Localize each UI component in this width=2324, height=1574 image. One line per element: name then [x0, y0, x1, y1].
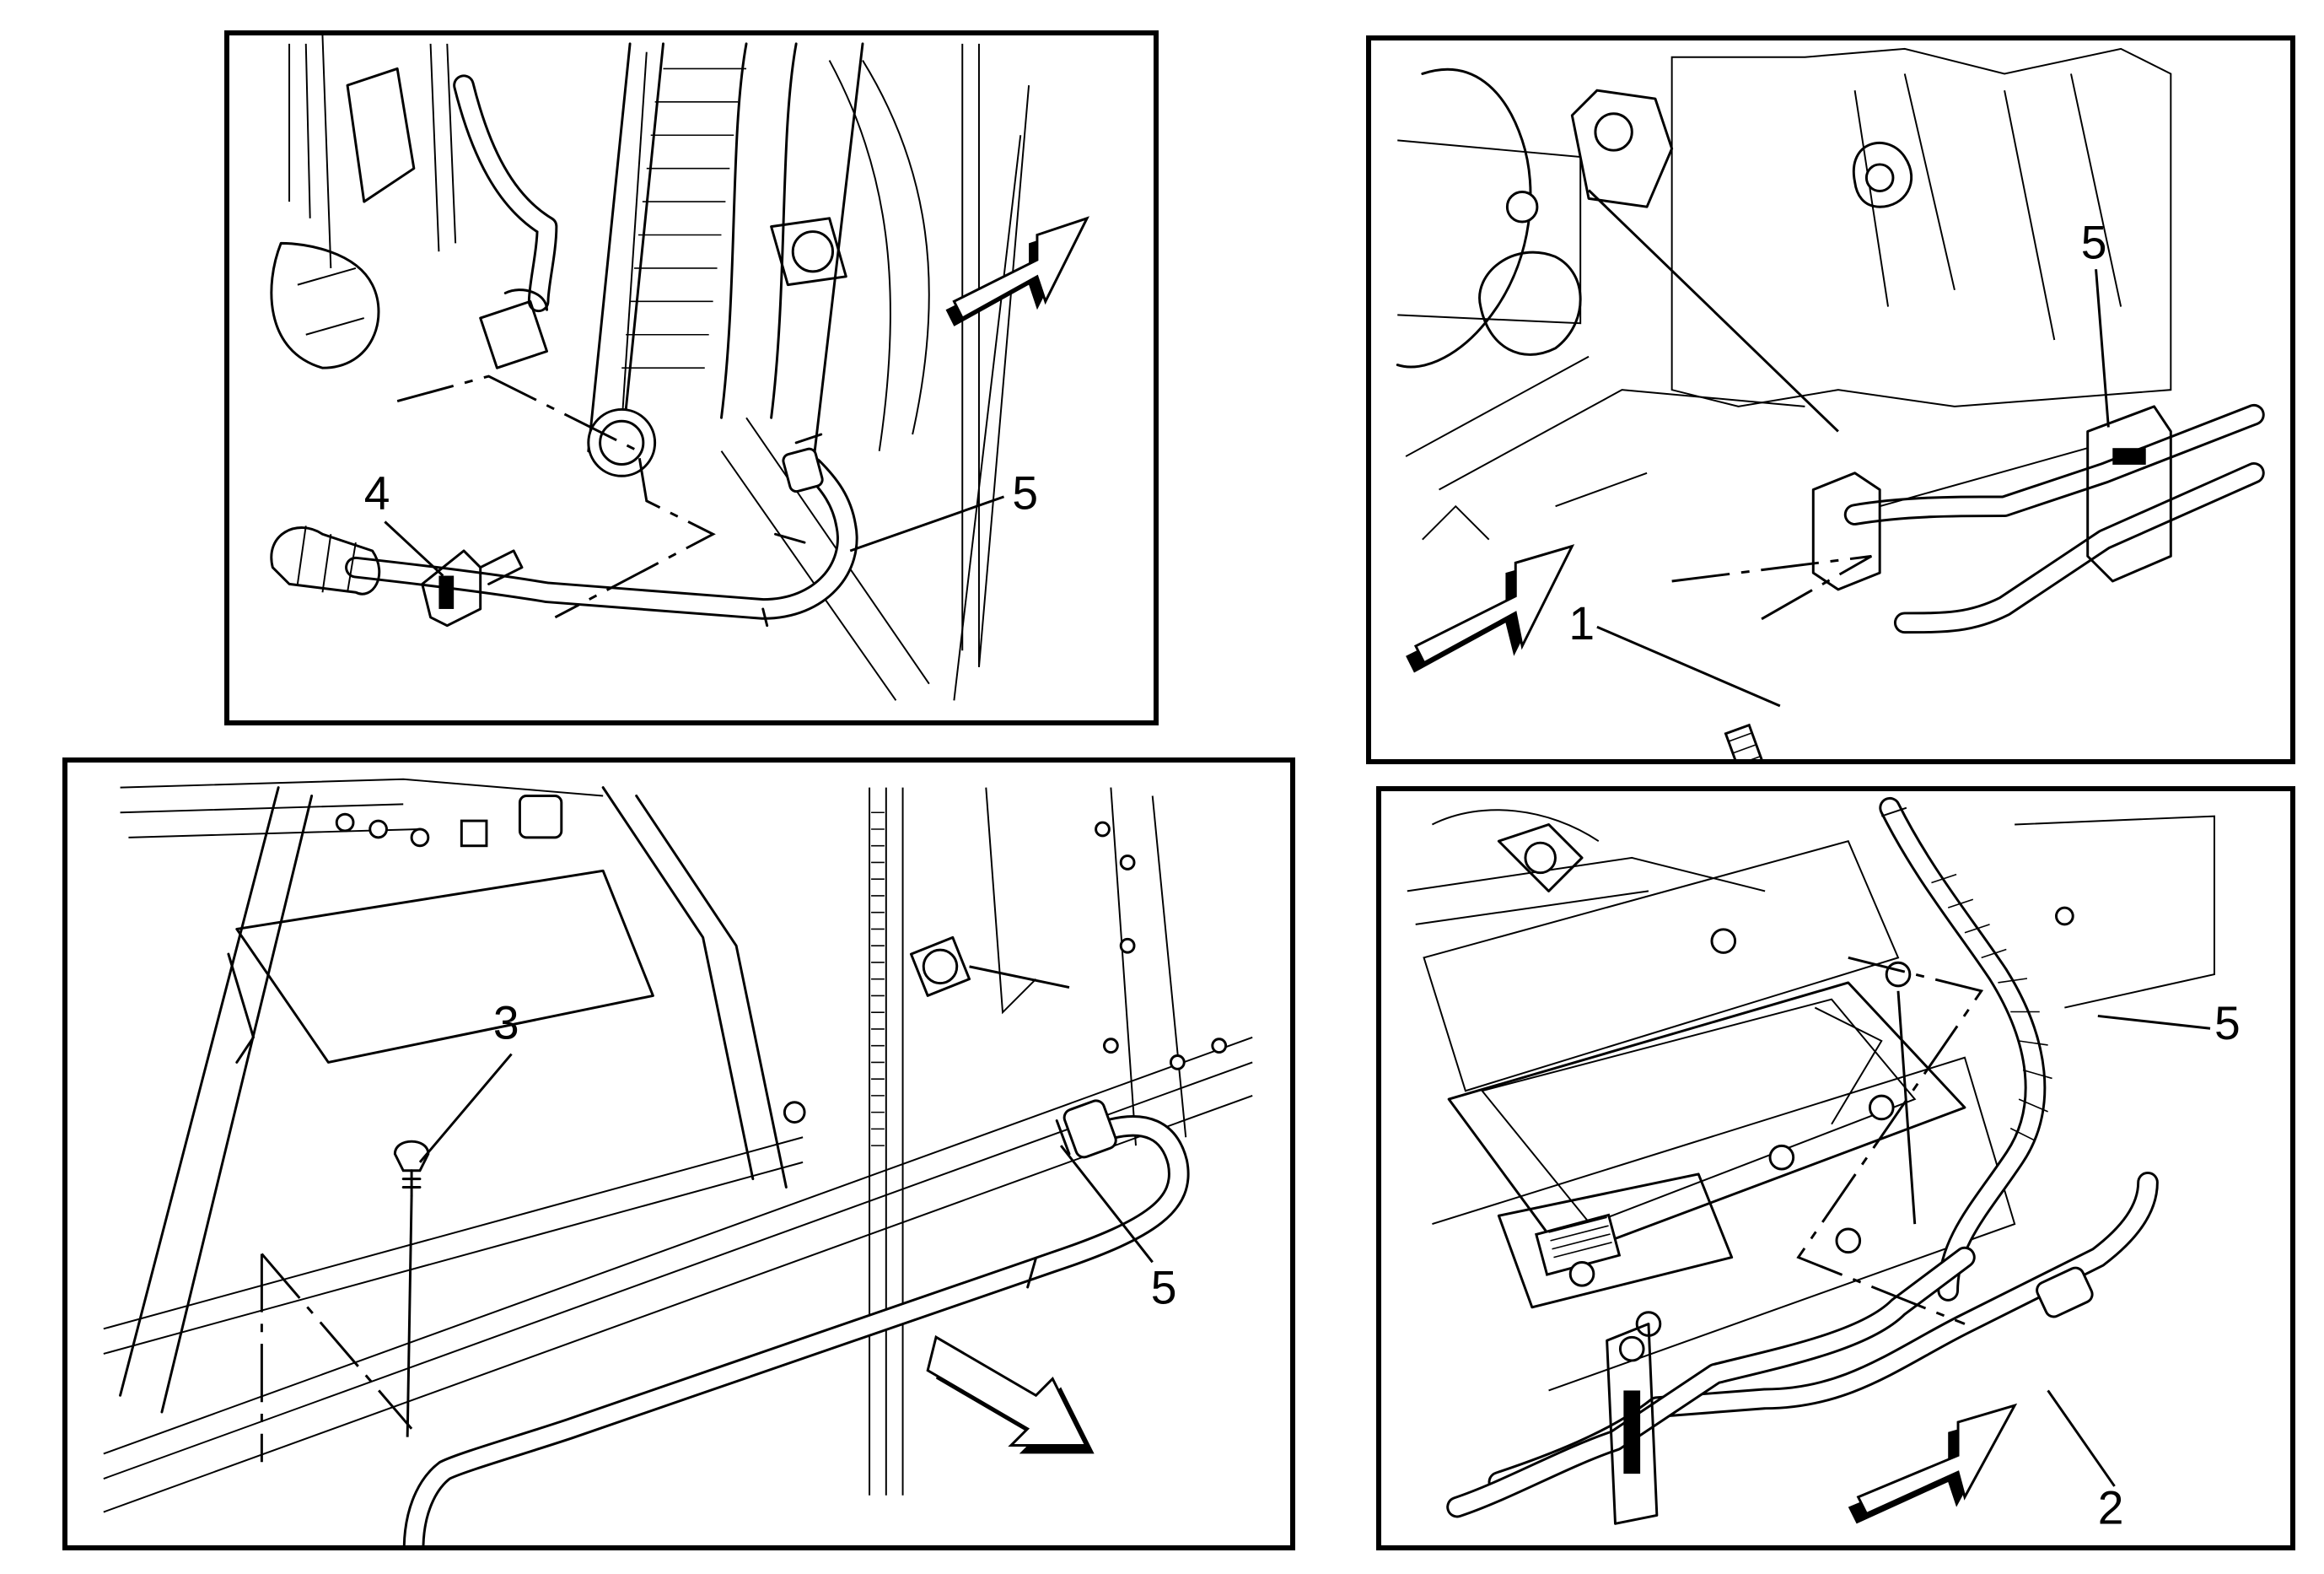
- alignment-line: [396, 375, 716, 619]
- callout-label: 5: [1012, 467, 1038, 520]
- front-of-vehicle-arrow-icon: [945, 216, 1089, 326]
- callout-label: 5: [2081, 216, 2107, 268]
- line-clip: [1606, 1323, 1659, 1525]
- callout-label: 3: [493, 997, 519, 1049]
- engine-radiator-drawing: [270, 35, 1030, 701]
- front-of-vehicle-arrow-icon: [1406, 544, 1575, 673]
- diagram-panel-top-right: 5 1: [1366, 35, 2295, 764]
- callout-leader: [418, 1053, 513, 1163]
- hose-end-connector: [270, 526, 381, 596]
- diagram-panel-top-left: 4 5: [224, 30, 1159, 725]
- callout-label: 4: [364, 467, 390, 520]
- hose-5: [1879, 796, 2052, 1302]
- front-of-vehicle-arrow-icon: [926, 1334, 1095, 1454]
- callout-label: 5: [1151, 1262, 1177, 1314]
- hose-5: [402, 1099, 1190, 1545]
- callout-leader: [1596, 625, 1781, 708]
- transmission-pan-drawing: [1407, 809, 2215, 1392]
- frame-rail-drawing: [103, 778, 1253, 1513]
- cooler-lines: [1446, 1171, 2159, 1518]
- bolt-1: [1724, 723, 1771, 759]
- retainer-3: [393, 1140, 430, 1197]
- callout-leader: [2097, 1014, 2211, 1030]
- alignment-line: [969, 965, 1070, 989]
- hose-5-bracket: [1811, 403, 2265, 634]
- panel-bottom-left-illustration: 3 5: [103, 778, 1253, 1545]
- alignment-line: [406, 1195, 413, 1437]
- callout-leader: [1059, 1145, 1154, 1264]
- callout-leader: [384, 520, 444, 577]
- alignment-line: [1896, 990, 1917, 1225]
- callout-leader: [2047, 1389, 2116, 1487]
- callout-leader: [2095, 269, 2110, 428]
- fitting-connector: [909, 935, 971, 997]
- alignment-line: [260, 1253, 413, 1463]
- callout-label: 5: [2214, 997, 2241, 1049]
- transmission-housing-drawing: [1396, 47, 2172, 541]
- panel-top-left-illustration: 4 5: [270, 35, 1089, 701]
- panel-top-right-illustration: 5 1: [1396, 47, 2265, 759]
- panel-bottom-right-illustration: 5 2: [1407, 796, 2241, 1534]
- front-of-vehicle-arrow-icon: [1848, 1403, 2018, 1524]
- diagram-panel-bottom-right: 5 2: [1376, 786, 2295, 1550]
- radiator-core: [587, 42, 930, 469]
- diagram-panel-bottom-left: 3 5: [62, 757, 1295, 1550]
- callout-leader: [849, 495, 1005, 553]
- alignment-line: [1796, 956, 1984, 1325]
- callout-label: 2: [2098, 1481, 2124, 1534]
- callout-label: 1: [1568, 597, 1595, 650]
- clip-4: [421, 549, 524, 628]
- alignment-line: [1671, 554, 1873, 624]
- alignment-line: [1588, 189, 1839, 433]
